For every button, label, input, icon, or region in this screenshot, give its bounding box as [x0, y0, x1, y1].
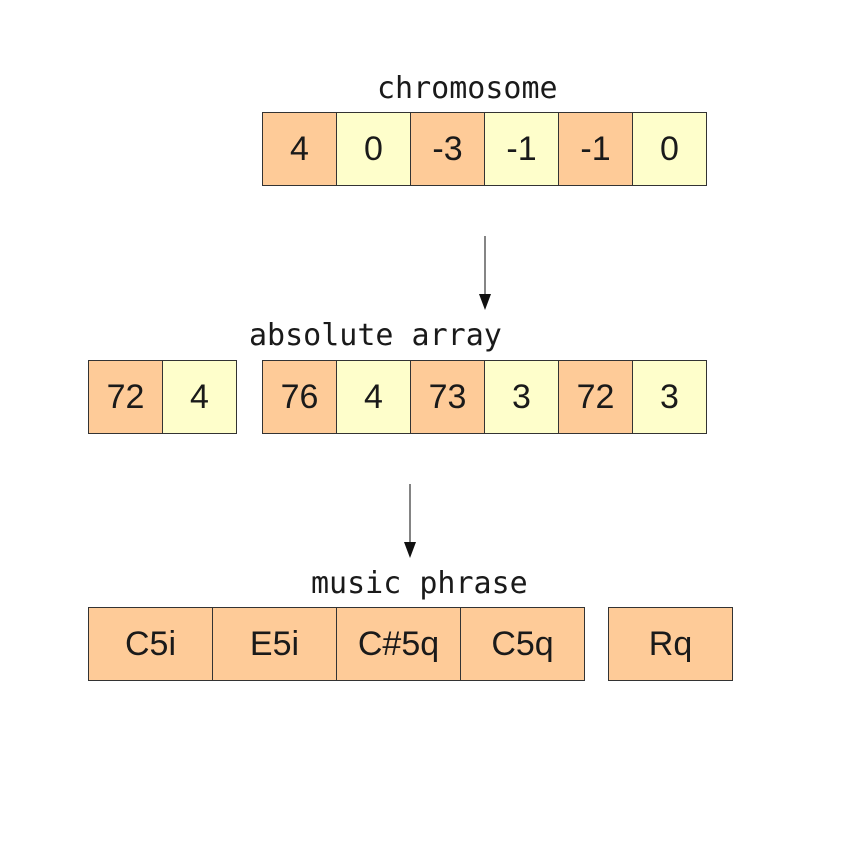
absolute-array-cell: 3 [484, 360, 559, 434]
chromosome-gene: 0 [336, 112, 411, 186]
music-rest: Rq [608, 607, 733, 681]
music-note: C5q [460, 607, 585, 681]
music-note: C5i [88, 607, 213, 681]
absolute-array-prefix-row: 72 4 [88, 360, 237, 434]
absolute-array-cell: 76 [262, 360, 337, 434]
absolute-array-cell: 4 [336, 360, 411, 434]
absolute-array-row: 76 4 73 3 72 3 [262, 360, 707, 434]
chromosome-gene: -1 [558, 112, 633, 186]
absolute-array-cell: 72 [558, 360, 633, 434]
chromosome-row: 4 0 -3 -1 -1 0 [262, 112, 707, 186]
music-phrase-label: music phrase [311, 566, 528, 601]
music-phrase-row: C5i E5i C#5q C5q [88, 607, 585, 681]
music-note: E5i [212, 607, 337, 681]
absolute-array-cell: 4 [162, 360, 237, 434]
chromosome-gene: -3 [410, 112, 485, 186]
chromosome-gene: 4 [262, 112, 337, 186]
absolute-array-cell: 3 [632, 360, 707, 434]
absolute-array-cell: 73 [410, 360, 485, 434]
down-arrow-icon [479, 236, 491, 310]
absolute-array-label: absolute array [249, 318, 502, 353]
chromosome-gene: -1 [484, 112, 559, 186]
music-note: C#5q [336, 607, 461, 681]
chromosome-label: chromosome [377, 71, 558, 106]
absolute-array-cell: 72 [88, 360, 163, 434]
chromosome-gene: 0 [632, 112, 707, 186]
music-rest-row: Rq [608, 607, 733, 681]
down-arrow-icon [404, 484, 416, 558]
